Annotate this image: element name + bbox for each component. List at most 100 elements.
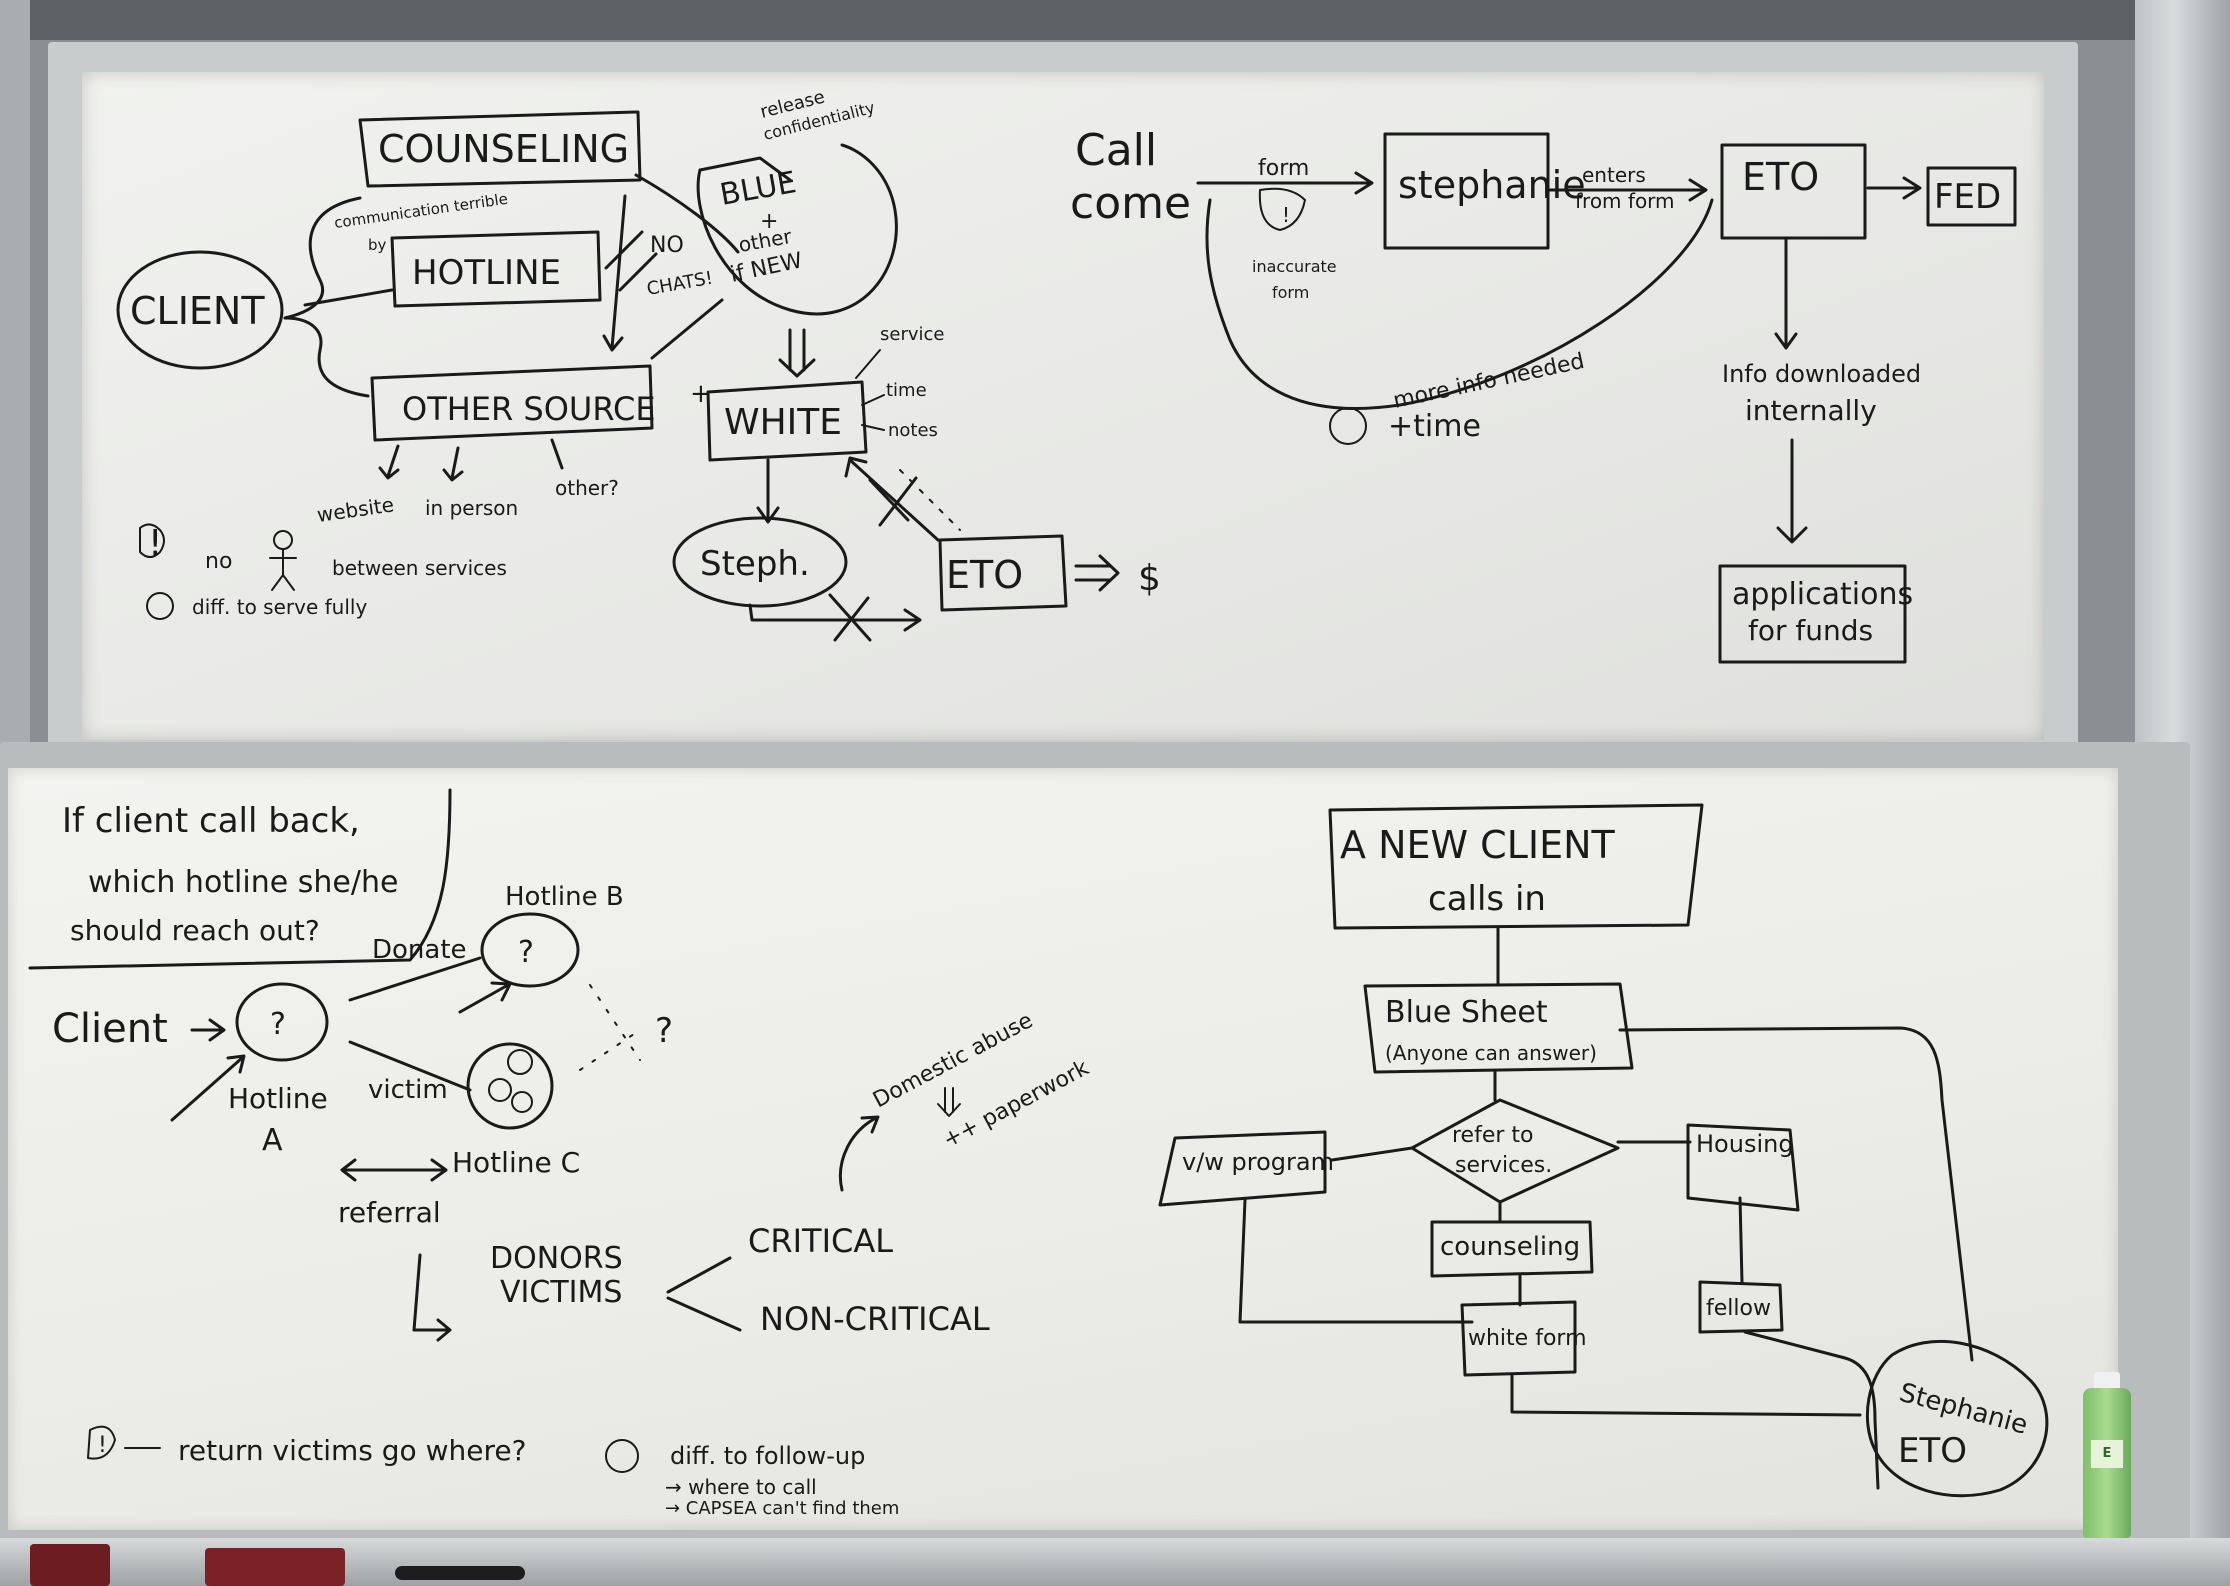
notes-label: notes bbox=[888, 420, 938, 441]
vw-program-box bbox=[1158, 1130, 1327, 1207]
sad-face-icon bbox=[146, 592, 174, 620]
donate-label: Donate bbox=[372, 935, 467, 965]
communication-note: communication terrible bbox=[333, 190, 509, 232]
communication-note-by: by bbox=[368, 236, 387, 254]
hotline-box bbox=[390, 230, 602, 308]
service-label: service bbox=[880, 324, 944, 345]
sanitizer-label: E bbox=[2091, 1440, 2123, 1468]
blue-to-stephanie-line bbox=[1618, 1026, 1974, 1362]
no-chat-label: NO bbox=[650, 233, 684, 258]
victims-fork bbox=[666, 1256, 742, 1332]
time-line bbox=[861, 394, 885, 406]
brace-to-counseling bbox=[283, 196, 362, 320]
hotline-a-circle bbox=[235, 982, 329, 1062]
client-label: CLIENT bbox=[130, 289, 265, 333]
person-icon bbox=[269, 548, 297, 591]
where-call-label: → where to call bbox=[665, 1475, 817, 1499]
eto-label-bottom: ETO bbox=[1898, 1431, 1967, 1471]
call-label: Call bbox=[1075, 125, 1157, 176]
ceiling bbox=[0, 0, 2230, 40]
call-to-stephanie-arrow bbox=[1196, 171, 1374, 195]
referral-arrow bbox=[340, 1158, 448, 1182]
counseling-box bbox=[358, 110, 642, 188]
brace-to-hotline bbox=[303, 288, 394, 307]
in-person-label: in person bbox=[425, 496, 518, 520]
to-b-arrow bbox=[458, 981, 512, 1014]
cross-mark-2 bbox=[868, 476, 918, 527]
eraser-right[interactable] bbox=[205, 1548, 345, 1586]
inaccurate-form-icon bbox=[1258, 187, 1306, 231]
refer-line-1: refer to bbox=[1452, 1123, 1534, 1148]
refer-to-vw-line bbox=[1330, 1146, 1414, 1162]
white-box bbox=[706, 380, 868, 462]
new-client-line-2: calls in bbox=[1428, 879, 1546, 919]
housing-box bbox=[1686, 1123, 1800, 1212]
vw-program-label: v/w program bbox=[1182, 1148, 1334, 1176]
website-label: website bbox=[315, 492, 395, 527]
client-arrow bbox=[190, 1018, 226, 1042]
critical-label: CRITICAL bbox=[748, 1222, 893, 1260]
more-info-loop bbox=[1205, 198, 1714, 410]
notes-line bbox=[861, 424, 885, 431]
chats-label: CHATS! bbox=[645, 268, 714, 300]
dry-erase-marker[interactable] bbox=[395, 1566, 525, 1580]
top-whiteboard bbox=[82, 72, 2044, 740]
money-label: $ bbox=[1138, 558, 1161, 599]
client-oval bbox=[116, 250, 284, 370]
counseling-label: COUNSELING bbox=[378, 127, 629, 171]
arrow-in-person bbox=[442, 446, 464, 482]
hotline-c-scribble-1 bbox=[507, 1049, 533, 1075]
form-label: form bbox=[1258, 156, 1309, 181]
hotline-a-letter: A bbox=[262, 1123, 283, 1158]
marker-tray bbox=[0, 1538, 2230, 1586]
alert-icon-bottom bbox=[87, 1425, 116, 1460]
blue-label: BLUE bbox=[717, 165, 799, 213]
fellow-label: fellow bbox=[1706, 1296, 1771, 1321]
fellow-box bbox=[1698, 1280, 1784, 1334]
stephanie-to-eto-arrow bbox=[1548, 178, 1708, 202]
brace-to-other bbox=[283, 316, 370, 398]
white-form-label: white form bbox=[1468, 1326, 1587, 1351]
refer-line-2: services. bbox=[1455, 1153, 1552, 1178]
white-form-box bbox=[1460, 1300, 1577, 1377]
hotline-a-arrow bbox=[170, 1054, 246, 1122]
other-source-label: OTHER SOURCE bbox=[402, 390, 656, 428]
come-label: come bbox=[1070, 178, 1191, 229]
internally-label: internally bbox=[1745, 394, 1877, 427]
eto-box-right bbox=[1720, 143, 1867, 240]
victim-label: victim bbox=[368, 1075, 448, 1105]
new-client-line-1: A NEW CLIENT bbox=[1340, 823, 1616, 867]
counseling-hotline-arrow bbox=[602, 194, 627, 352]
return-victims-label: return victims go where? bbox=[178, 1434, 526, 1467]
white-to-steph-arrow bbox=[756, 458, 780, 524]
steph-oval bbox=[672, 516, 848, 608]
client-label-bottom: Client bbox=[52, 1006, 168, 1052]
white-to-stephanie-line bbox=[1510, 1373, 1862, 1417]
counseling-to-blue-line bbox=[634, 173, 740, 254]
stephanie-box bbox=[1383, 132, 1550, 250]
question-line-2: which hotline she/he bbox=[88, 865, 398, 900]
diff-serve-label: diff. to serve fully bbox=[192, 595, 367, 619]
hotline-c-label: Hotline C bbox=[452, 1146, 580, 1179]
eto2-label: ETO bbox=[1742, 155, 1819, 199]
time-label: time bbox=[886, 380, 927, 401]
info-downloaded-label: Info downloaded bbox=[1722, 360, 1921, 388]
no-label: no bbox=[205, 549, 232, 574]
alert-icon-outline bbox=[139, 523, 165, 558]
question-bracket bbox=[28, 788, 452, 970]
hotline-a-qmark: ? bbox=[270, 1007, 286, 1042]
hotline-label: HOTLINE bbox=[412, 253, 561, 293]
domestic-down-arrow bbox=[937, 1087, 961, 1117]
fed-box bbox=[1926, 166, 2017, 227]
fed-label: FED bbox=[1934, 177, 2001, 217]
capsea-label: → CAPSEA can't find them bbox=[665, 1498, 899, 1519]
white-plus-mark: + bbox=[690, 379, 712, 409]
white-eto-arrow bbox=[844, 456, 940, 542]
inaccurate-label: inaccurate bbox=[1252, 257, 1337, 276]
eraser-left[interactable] bbox=[30, 1544, 110, 1586]
question-line-3: should reach out? bbox=[70, 914, 320, 947]
hotline-c-scribble-3 bbox=[511, 1091, 533, 1113]
victims-label: VICTIMS bbox=[500, 1275, 622, 1310]
question-line-1: If client call back, bbox=[62, 801, 360, 841]
